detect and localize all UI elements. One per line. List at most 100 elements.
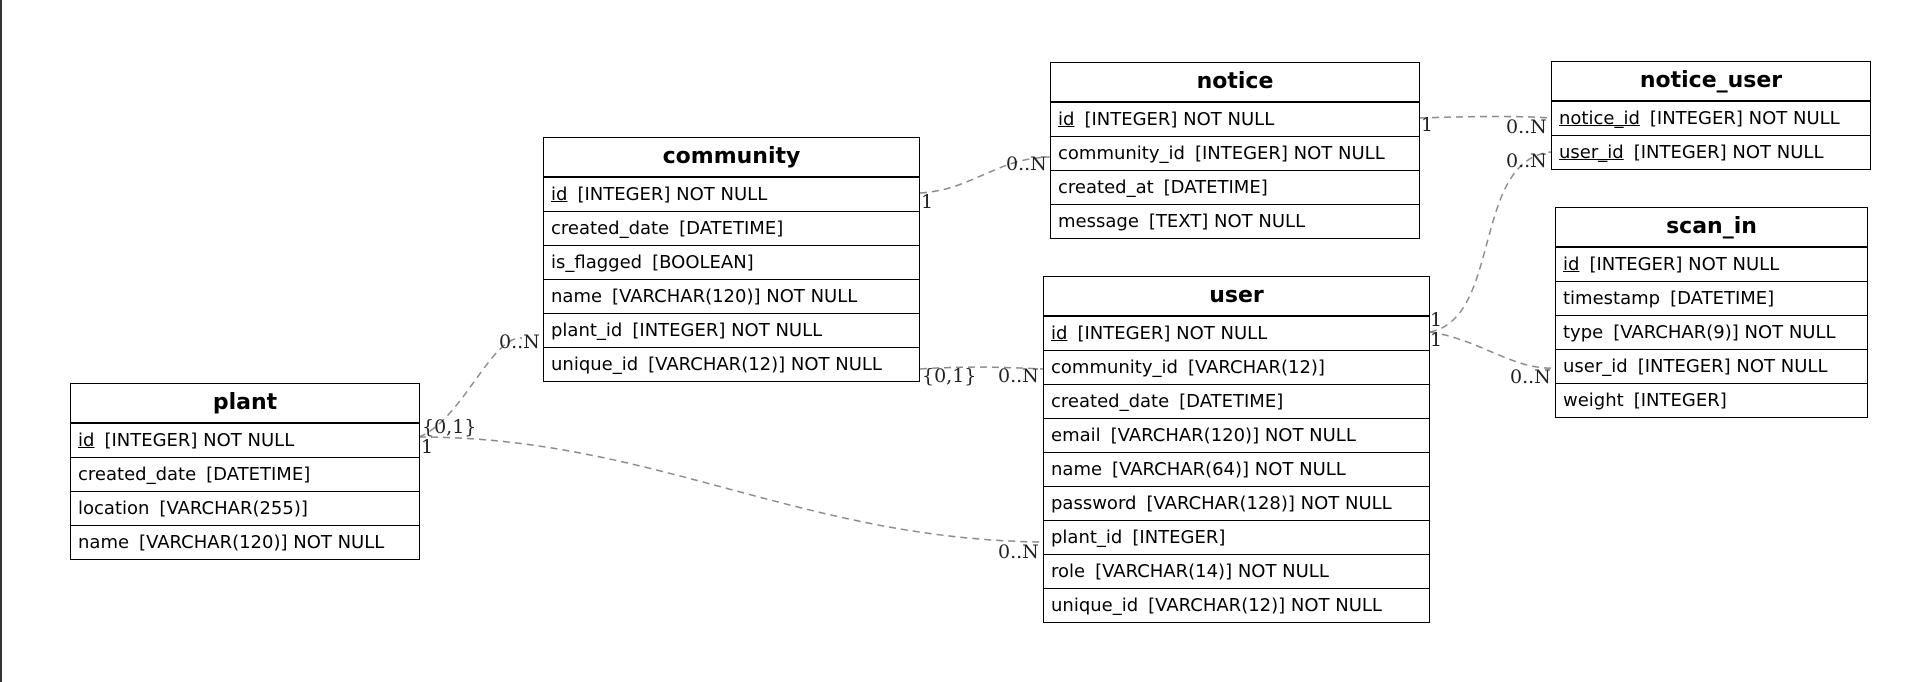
attribute-name: community_id: [1058, 143, 1185, 164]
attribute-row: message [TEXT] NOT NULL: [1051, 204, 1419, 238]
attribute-row: plant_id [INTEGER] NOT NULL: [544, 313, 919, 347]
attribute-type: [BOOLEAN]: [652, 252, 754, 273]
attribute-name: created_date: [1051, 391, 1170, 412]
attribute-type: [INTEGER] NOT NULL: [1077, 323, 1268, 344]
attribute-type: [DATETIME]: [679, 218, 784, 239]
cardinality-label: 0..N: [499, 331, 540, 353]
attribute-type: [VARCHAR(64)] NOT NULL: [1112, 459, 1346, 480]
relation-line-plant-user: [418, 436, 1045, 543]
attribute-row: weight[INTEGER]: [1556, 383, 1867, 417]
attribute-row: id[INTEGER] NOT NULL: [544, 177, 919, 211]
attribute-row: user_id [INTEGER] NOT NULL: [1552, 135, 1870, 169]
attribute-name: community_id: [1051, 357, 1178, 378]
attribute-row: created_date [DATETIME]: [544, 211, 919, 245]
attribute-name: name: [551, 286, 603, 307]
attribute-type: [INTEGER] NOT NULL: [1633, 142, 1824, 163]
attribute-type: [INTEGER] NOT NULL: [104, 430, 295, 451]
attribute-row: name[VARCHAR(120)] NOT NULL: [71, 525, 419, 559]
entity-community[interactable]: community id[INTEGER] NOT NULL created_d…: [543, 137, 920, 382]
relation-line-notice-notice-user: [1419, 115, 1552, 119]
attribute-row: community_id[VARCHAR(12)]: [1044, 350, 1429, 384]
attribute-name: id: [78, 430, 95, 451]
attribute-type: [INTEGER] NOT NULL: [1194, 143, 1385, 164]
attribute-row: id [INTEGER] NOT NULL: [1051, 102, 1419, 136]
relation-line-user-scan-in: [1429, 331, 1556, 369]
cardinality-label: 0..N: [998, 365, 1039, 387]
attribute-name: password: [1051, 493, 1137, 514]
attribute-name: message: [1058, 211, 1139, 232]
attribute-name: id: [1051, 323, 1068, 344]
attribute-row: id [INTEGER] NOT NULL: [71, 423, 419, 457]
cardinality-label: 1: [1430, 329, 1442, 351]
relation-line-plant-community: [418, 337, 523, 438]
attribute-type: [VARCHAR(9)] NOT NULL: [1613, 322, 1836, 343]
attribute-row: is_flagged[BOOLEAN]: [544, 245, 919, 279]
attribute-row: id[INTEGER] NOT NULL: [1556, 247, 1867, 281]
entity-title: community: [544, 138, 919, 177]
cardinality-label: 0..N: [1506, 150, 1547, 172]
attribute-row: email[VARCHAR(120)] NOT NULL: [1044, 418, 1429, 452]
attribute-type: [VARCHAR(128)] NOT NULL: [1146, 493, 1392, 514]
attribute-type: [INTEGER] NOT NULL: [1649, 108, 1840, 129]
attribute-row: created_date[DATETIME]: [71, 457, 419, 491]
attribute-name: unique_id: [1051, 595, 1139, 616]
relation-line-community-notice: [919, 156, 1051, 194]
attribute-row: unique_id [VARCHAR(12)] NOT NULL: [1044, 588, 1429, 622]
attribute-type: [DATETIME]: [1163, 177, 1268, 198]
attribute-name: created_date: [78, 464, 197, 485]
attribute-name: unique_id: [551, 354, 639, 375]
attribute-name: name: [1051, 459, 1103, 480]
attribute-type: [VARCHAR(12)] NOT NULL: [648, 354, 882, 375]
entity-notice[interactable]: notice id[INTEGER] NOT NULL community_id…: [1050, 62, 1420, 239]
cardinality-label: {0,1}: [922, 365, 976, 387]
attribute-row: name[VARCHAR(120)] NOT NULL: [544, 279, 919, 313]
entity-plant[interactable]: plant id[INTEGER] NOT NULL created_date[…: [70, 383, 420, 560]
entity-user[interactable]: user id[INTEGER] NOT NULL community_id[V…: [1043, 276, 1430, 623]
attribute-type: [VARCHAR(14)] NOT NULL: [1095, 561, 1329, 582]
attribute-name: notice_id: [1559, 108, 1640, 129]
attribute-row: password [VARCHAR(128)] NOT NULL: [1044, 486, 1429, 520]
attribute-name: created_date: [551, 218, 670, 239]
attribute-row: created_date [DATETIME]: [1044, 384, 1429, 418]
attribute-name: user_id: [1559, 142, 1624, 163]
attribute-type: [INTEGER]: [1132, 527, 1226, 548]
cardinality-label: 1: [1430, 309, 1442, 331]
attribute-row: timestamp [DATETIME]: [1556, 281, 1867, 315]
attribute-type: [DATETIME]: [1179, 391, 1284, 412]
attribute-type: [INTEGER] NOT NULL: [632, 320, 823, 341]
cardinality-label: 0..N: [1506, 116, 1547, 138]
attribute-type: [TEXT] NOT NULL: [1148, 211, 1306, 232]
attribute-type: [INTEGER] NOT NULL: [1084, 109, 1275, 130]
attribute-row: type [VARCHAR(9)] NOT NULL: [1556, 315, 1867, 349]
cardinality-label: 1: [921, 191, 933, 213]
attribute-row: notice_id [INTEGER] NOT NULL: [1552, 101, 1870, 135]
attribute-row: plant_id[INTEGER]: [1044, 520, 1429, 554]
attribute-name: id: [551, 184, 568, 205]
attribute-type: [VARCHAR(255)]: [159, 498, 308, 519]
attribute-name: type: [1563, 322, 1604, 343]
cardinality-label: 1: [421, 436, 433, 458]
attribute-name: weight: [1563, 390, 1624, 411]
attribute-name: name: [78, 532, 130, 553]
attribute-name: role: [1051, 561, 1086, 582]
entity-title: notice_user: [1552, 62, 1870, 101]
entity-title: user: [1044, 277, 1429, 316]
attribute-name: user_id: [1563, 356, 1628, 377]
attribute-type: [INTEGER] NOT NULL: [1637, 356, 1828, 377]
entity-title: scan_in: [1556, 208, 1867, 247]
attribute-row: created_at [DATETIME]: [1051, 170, 1419, 204]
attribute-name: created_at: [1058, 177, 1154, 198]
attribute-name: plant_id: [551, 320, 623, 341]
entity-scan-in[interactable]: scan_in id[INTEGER] NOT NULL timestamp [D…: [1555, 207, 1868, 418]
cardinality-label: {0,1}: [422, 416, 476, 438]
entity-notice-user[interactable]: notice_user notice_id[INTEGER] NOT NULL …: [1551, 61, 1871, 170]
attribute-type: [VARCHAR(120)] NOT NULL: [1110, 425, 1356, 446]
attribute-name: id: [1058, 109, 1075, 130]
cardinality-label: 0..N: [1510, 366, 1551, 388]
relation-line-community-user: [919, 366, 1044, 370]
attribute-name: timestamp: [1563, 288, 1661, 309]
attribute-type: [DATETIME]: [1670, 288, 1775, 309]
attribute-type: [VARCHAR(12)] NOT NULL: [1148, 595, 1382, 616]
